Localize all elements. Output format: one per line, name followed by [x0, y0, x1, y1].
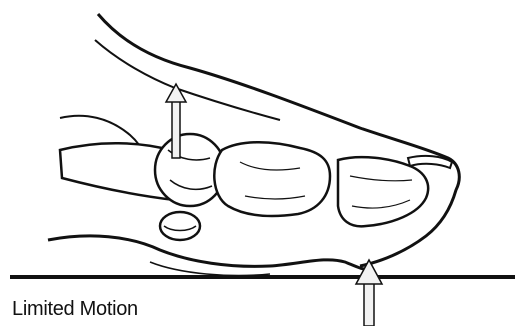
- foot-plantar-outline: [48, 236, 372, 270]
- foot-dorsal-inner-line: [95, 40, 280, 120]
- ground-force-arrow-icon: [356, 260, 382, 326]
- figure-caption: Limited Motion: [12, 298, 138, 321]
- sesamoid-bone: [160, 212, 200, 240]
- proximal-phalanx-bone: [214, 142, 330, 216]
- distal-phalanx-bone: [338, 157, 428, 226]
- foot-dorsal-outline: [98, 14, 459, 266]
